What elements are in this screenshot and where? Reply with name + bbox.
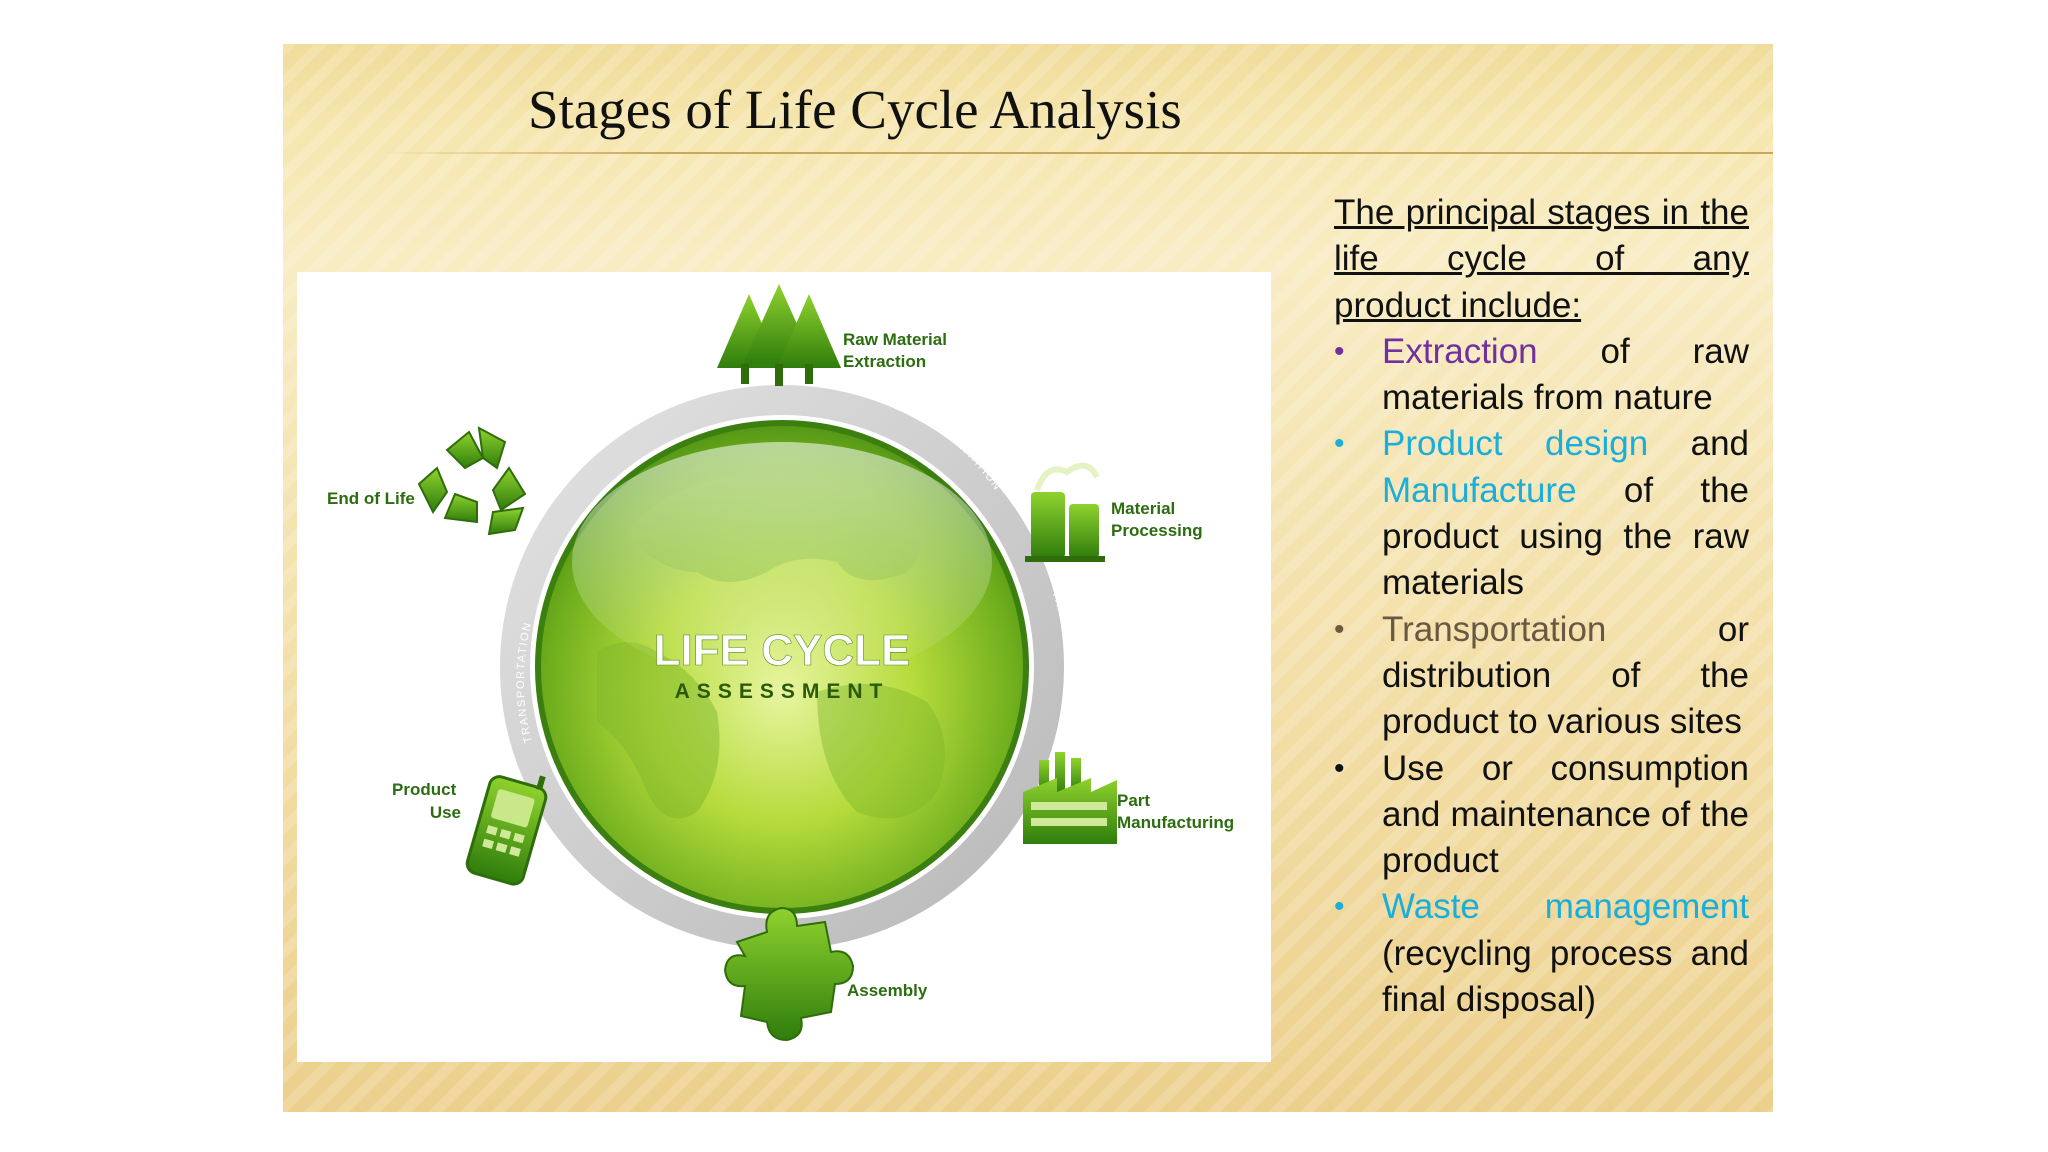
stage-text: of raw materials from nature [1382,331,1749,418]
ring-label: TRANSPORTATION [515,620,535,744]
bullet: • [1334,751,1345,785]
center-subtitle: ASSESSMENT [675,680,890,703]
stage-label-end-of-life: End of Life [327,489,415,508]
slide: Stages of Life Cycle Analysis [283,44,1773,1112]
stage-label-assembly: Assembly [847,981,928,1000]
stage-highlight: Extraction [1382,331,1538,371]
bullet: • [1334,612,1345,646]
stage-item: • Extraction of raw materials from natur… [1334,329,1749,422]
cell-phone-icon [465,775,548,886]
stage-text: (recycling process and final disposal) [1382,933,1749,1020]
recycle-icon [417,426,527,536]
factory-icon [1023,752,1117,844]
intro-line: The principal stages in [1334,193,1689,232]
stage-highlight: Waste management [1382,887,1749,927]
puzzle-piece-icon [723,906,855,1042]
bullet: • [1334,427,1345,461]
intro-line: the life cycle of any [1334,193,1749,279]
stage-highlight: Product design [1382,424,1649,464]
intro-text: The principal stages in the life cycle o… [1334,190,1749,329]
trees-icon [717,284,841,386]
stages-list: • Extraction of raw materials from natur… [1334,329,1749,1023]
stage-item: • Product design and Manufacture of the … [1334,421,1749,606]
stage-item: • Use or consumption and maintenance of … [1334,746,1749,885]
life-cycle-diagram: TRANSPORTATION TRANSPORTATION TRANSPORTA… [297,272,1271,1062]
bullet: • [1334,890,1345,924]
stage-item: • Waste management (recycling process an… [1334,884,1749,1023]
center-title: LIFE CYCLE [654,626,911,675]
stage-label-raw-material: Raw Material Extraction [843,330,952,371]
life-cycle-diagram-svg: TRANSPORTATION TRANSPORTATION TRANSPORTA… [327,284,1234,1042]
stage-label-material-processing: Material Processing [1111,499,1203,540]
bullet: • [1334,334,1345,368]
stage-item: • Transportation or distribution of the … [1334,607,1749,746]
stage-text: or distribution of the product to variou… [1382,609,1749,742]
stage-text: of the product using the raw materials [1382,470,1749,603]
stage-text: Use or consumption and maintenance of th… [1382,748,1749,881]
title-divider [378,152,1773,154]
stage-highlight: Transportation [1382,609,1607,649]
intro-line: product include: [1334,285,1582,325]
stage-label-part-manufacturing: Part Manufacturing [1117,791,1234,832]
stage-label-product-use: Product Use [392,780,461,822]
stage-text: and [1648,424,1750,464]
slide-title: Stages of Life Cycle Analysis [528,79,1182,140]
silo-icon [1025,462,1105,562]
stage-highlight: Manufacture [1382,470,1577,510]
globe-icon [530,415,1034,919]
stages-text-panel: The principal stages in the life cycle o… [1334,190,1749,1023]
